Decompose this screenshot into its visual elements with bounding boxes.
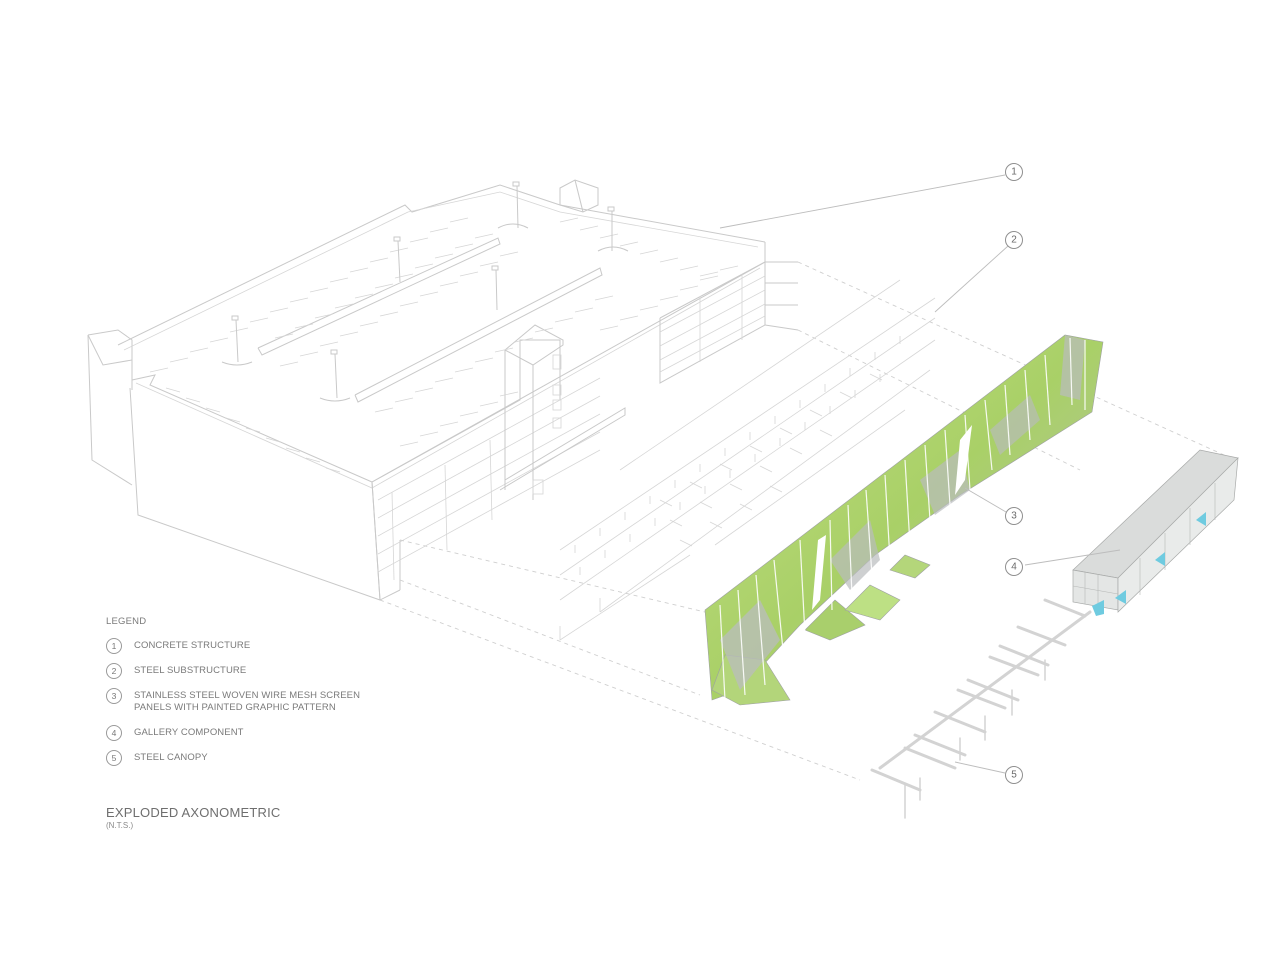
legend-number-badge: 5 (106, 750, 122, 766)
legend-label-line-2: PANELS WITH PAINTED GRAPHIC PATTERN (134, 702, 336, 713)
legend-label: STEEL SUBSTRUCTURE (134, 665, 247, 676)
drawing-title: EXPLODED AXONOMETRIC (106, 805, 281, 820)
steel-substructure (379, 261, 1236, 781)
front-facade-floors (377, 377, 601, 581)
callout-1-number: 1 (1011, 167, 1017, 178)
mesh-screen-panels (704, 334, 1104, 706)
callout-4-number: 4 (1011, 562, 1017, 573)
callout-5-number: 5 (1011, 770, 1017, 781)
callout-2-number: 2 (1011, 235, 1017, 246)
callout-5: 5 (1005, 766, 1023, 784)
legend-item-steel-canopy: 5 STEEL CANOPY (106, 750, 208, 766)
steel-canopy (870, 598, 1092, 819)
right-facade-floors (659, 274, 766, 373)
callout-3-number: 3 (1011, 511, 1017, 522)
legend-item-gallery-component: 4 GALLERY COMPONENT (106, 725, 244, 741)
legend-title: LEGEND (106, 616, 147, 627)
gallery-component (1072, 449, 1239, 616)
callout-2: 2 (1005, 231, 1023, 249)
legend: LEGEND 1 CONCRETE STRUCTURE 2 STEEL SUBS… (106, 616, 406, 766)
scale-note: (N.T.S.) (106, 821, 134, 830)
legend-item-mesh-screen-panels: 3 STAINLESS STEEL WOVEN WIRE MESH SCREEN… (106, 688, 361, 714)
drawing-caption: EXPLODED AXONOMETRIC (N.T.S.) (106, 805, 280, 830)
legend-number-badge: 1 (106, 638, 122, 654)
light-poles (221, 181, 629, 402)
concrete-structure (87, 179, 799, 601)
legend-label: CONCRETE STRUCTURE (134, 640, 251, 651)
legend-item-concrete-structure: 1 CONCRETE STRUCTURE (106, 638, 251, 654)
callout-1: 1 (1005, 163, 1023, 181)
legend-label: STEEL CANOPY (134, 752, 208, 763)
legend-number-badge: 3 (106, 688, 122, 704)
legend-label: GALLERY COMPONENT (134, 727, 244, 738)
legend-item-steel-substructure: 2 STEEL SUBSTRUCTURE (106, 663, 247, 679)
callout-3: 3 (1005, 507, 1023, 525)
leader-lines (719, 174, 1121, 774)
legend-number-badge: 2 (106, 663, 122, 679)
callout-4: 4 (1005, 558, 1023, 576)
legend-number-badge: 4 (106, 725, 122, 741)
substructure-brackets (559, 336, 901, 640)
legend-label-line-1: STAINLESS STEEL WOVEN WIRE MESH SCREEN (134, 690, 361, 701)
parking-stripes (149, 217, 739, 473)
